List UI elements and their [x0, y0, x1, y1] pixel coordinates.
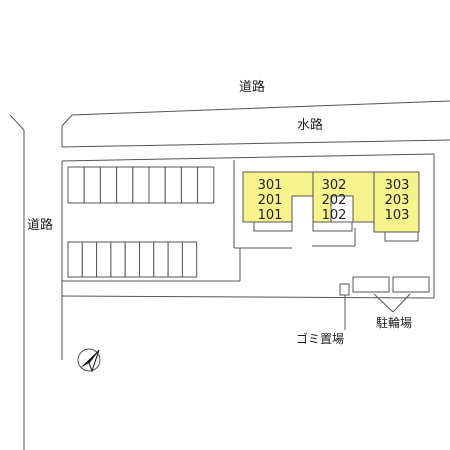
unit-number: 101	[258, 208, 283, 223]
parking-space	[110, 241, 126, 278]
lot-lines	[62, 160, 356, 282]
units-building-2: 302 202 102	[322, 178, 347, 223]
parking-space	[99, 166, 118, 204]
bicycle-parking-2	[392, 276, 430, 293]
parking-space	[67, 241, 83, 278]
unit-number: 203	[385, 193, 410, 208]
unit-number: 201	[258, 193, 283, 208]
parking-space	[116, 166, 134, 204]
parking-space	[83, 166, 101, 204]
unit-number: 202	[322, 193, 347, 208]
waterway-label: 水路	[297, 117, 323, 133]
parking-space	[139, 241, 155, 278]
north-arrow-icon	[77, 348, 101, 373]
garbage-station	[339, 283, 350, 296]
parking-space	[81, 241, 98, 278]
road-left-label: 道路	[27, 217, 53, 233]
site-boundary	[61, 153, 435, 360]
parking-top-row	[67, 166, 215, 204]
left-road-edge	[9, 114, 25, 450]
unit-number: 302	[322, 178, 347, 193]
parking-space	[180, 166, 199, 204]
bicycle-parking-1	[352, 276, 390, 293]
parking-space	[164, 166, 182, 204]
waterway	[61, 100, 450, 148]
parking-space	[132, 166, 150, 204]
units-building-3: 303 203 103	[385, 178, 410, 223]
building-right	[373, 171, 420, 242]
garbage-label: ゴミ置場	[296, 331, 344, 346]
parking-space	[181, 241, 198, 278]
unit-number: 103	[385, 208, 410, 223]
parking-space	[124, 241, 140, 278]
parking-space	[153, 241, 169, 278]
parking-bottom-row	[67, 241, 198, 278]
units-building-1: 301 201 101	[258, 178, 283, 223]
parking-space	[67, 166, 85, 204]
unit-number: 301	[258, 178, 283, 193]
road-top-label: 道路	[239, 79, 265, 95]
bicycle-leader-lines	[373, 293, 411, 313]
parking-space	[148, 166, 166, 204]
bicycle-parking-label: 駐輪場	[376, 315, 412, 330]
parking-space	[96, 241, 112, 278]
unit-number: 303	[385, 178, 410, 193]
parking-space	[167, 241, 183, 278]
unit-number: 102	[322, 208, 347, 223]
parking-space	[197, 166, 215, 204]
